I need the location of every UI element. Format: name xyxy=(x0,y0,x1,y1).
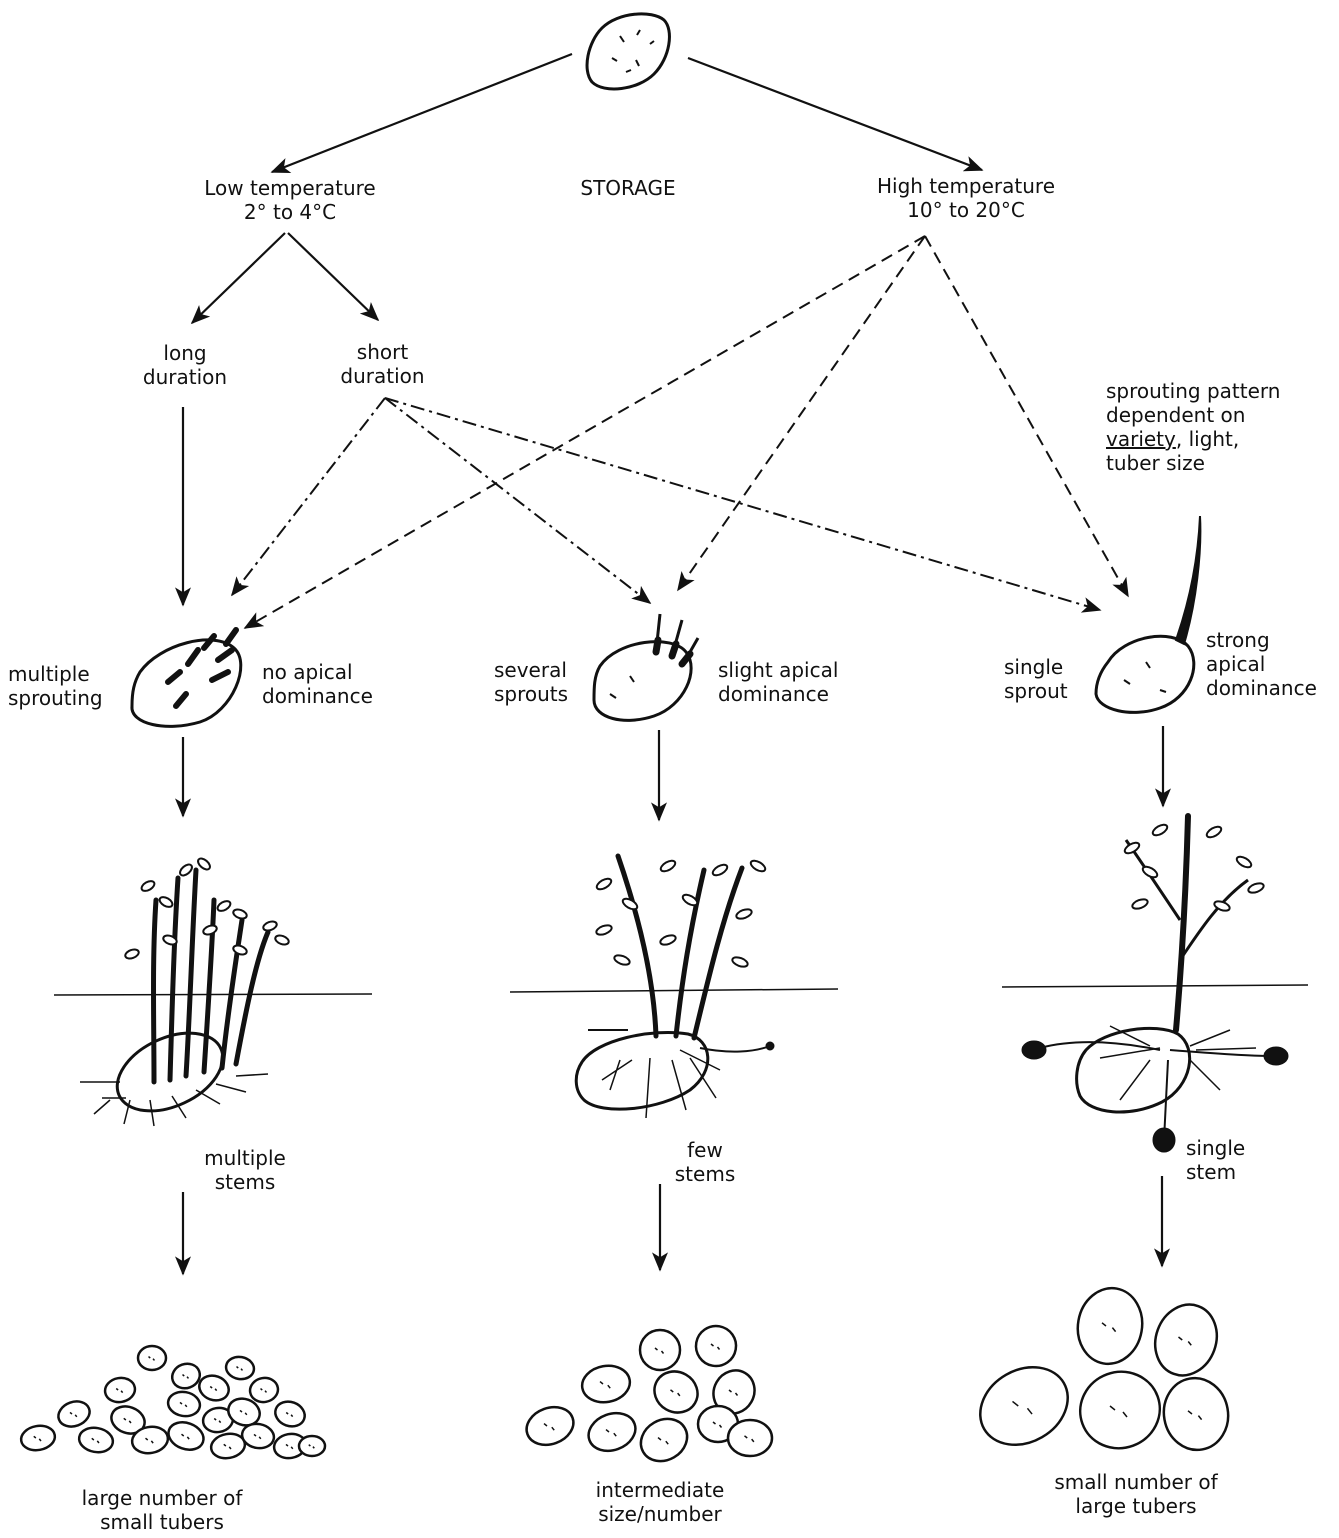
arrow-to-low-temperature xyxy=(272,54,572,172)
tuber xyxy=(166,1389,202,1418)
tuber xyxy=(640,1330,680,1370)
potato-icon xyxy=(587,14,669,89)
tuber-pile-icon xyxy=(966,1283,1234,1460)
tuber xyxy=(138,1346,166,1370)
tuber xyxy=(103,1376,137,1405)
tuber xyxy=(196,1372,232,1405)
tuber xyxy=(1158,1373,1234,1455)
tuber xyxy=(55,1397,93,1430)
plant-icon xyxy=(510,856,838,1118)
sprouting-tuber-icon xyxy=(594,614,698,720)
plant-icon xyxy=(1002,816,1308,1152)
sprouting-tuber-icon xyxy=(1096,516,1200,712)
sprouting-tuber-icon xyxy=(132,630,241,726)
tuber xyxy=(1069,1361,1170,1460)
short-duration-arrows xyxy=(232,398,1100,610)
tuber xyxy=(521,1401,578,1451)
tuber xyxy=(1072,1283,1148,1369)
tuber xyxy=(1145,1296,1226,1384)
tuber xyxy=(272,1398,308,1431)
tuber xyxy=(579,1362,633,1406)
tuber-pile-icon xyxy=(19,1346,325,1461)
tuber xyxy=(165,1418,208,1455)
tuber xyxy=(647,1364,705,1421)
sprouting-pattern-note: sprouting pattern dependent on variety, … xyxy=(1106,379,1306,475)
arrow-to-long-duration xyxy=(192,233,285,323)
tuber xyxy=(77,1425,115,1455)
tuber xyxy=(693,1323,739,1369)
tuber xyxy=(583,1407,640,1457)
tuber-pile-icon xyxy=(521,1323,772,1469)
plant-icon xyxy=(54,856,372,1126)
tuber xyxy=(299,1436,325,1456)
tuber xyxy=(248,1376,280,1404)
tuber xyxy=(966,1352,1082,1460)
arrow-to-high-temperature xyxy=(688,58,982,170)
storage-title: STORAGE xyxy=(548,176,708,200)
high-temperature-arrows xyxy=(245,236,1128,628)
tuber xyxy=(728,1420,772,1456)
tuber xyxy=(633,1411,695,1470)
tuber xyxy=(224,1355,255,1382)
tuber xyxy=(19,1423,57,1453)
intermediate-size-number-label: intermediatesize/number xyxy=(570,1478,750,1526)
arrow-to-short-duration xyxy=(288,233,378,320)
